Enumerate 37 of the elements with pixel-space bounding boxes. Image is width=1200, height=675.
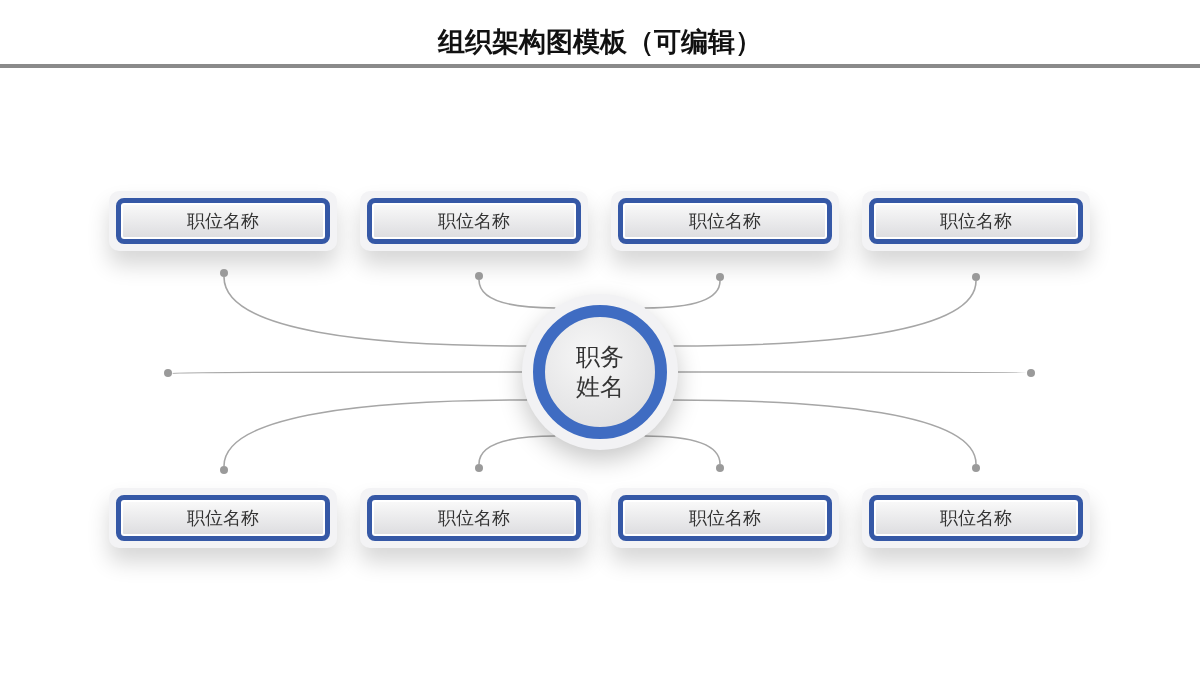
connector-line [171,371,523,374]
card-background [109,191,337,251]
connector-dot [716,464,724,472]
connector-line [478,279,557,309]
connector-dot [972,273,980,281]
connector-line [223,276,528,347]
connector-line [223,399,528,467]
connector-dot [220,269,228,277]
position-label-box: 职位名称 [367,198,581,244]
name-text: 职务姓名 [575,342,625,402]
connector-line [672,399,977,465]
connector-dot [475,464,483,472]
position-label-box: 职位名称 [869,495,1083,541]
connector-dot [220,466,228,474]
title: 组织架构图模板（可编辑） [436,25,763,59]
card-background [360,191,588,251]
card-background [862,488,1090,548]
connector-dot [1027,369,1035,377]
connector-dot [972,464,980,472]
card-background [360,488,588,548]
card-background [109,488,337,548]
position-label-box: 职位名称 [116,495,330,541]
connector-line [643,435,721,465]
card-background [611,488,839,548]
connector-dot [164,369,172,377]
position-label-box: 职位名称 [618,495,832,541]
position-label-box: 职位名称 [869,198,1083,244]
card-background [862,191,1090,251]
connector-line [478,435,557,465]
connector-dot [475,272,483,280]
position-label-box: 职位名称 [618,198,832,244]
card-background [611,191,839,251]
position-label-box: 职位名称 [367,495,581,541]
connector-line [643,280,721,309]
position-label-box: 职位名称 [116,198,330,244]
connector-line [672,280,977,347]
connector-dot [716,273,724,281]
